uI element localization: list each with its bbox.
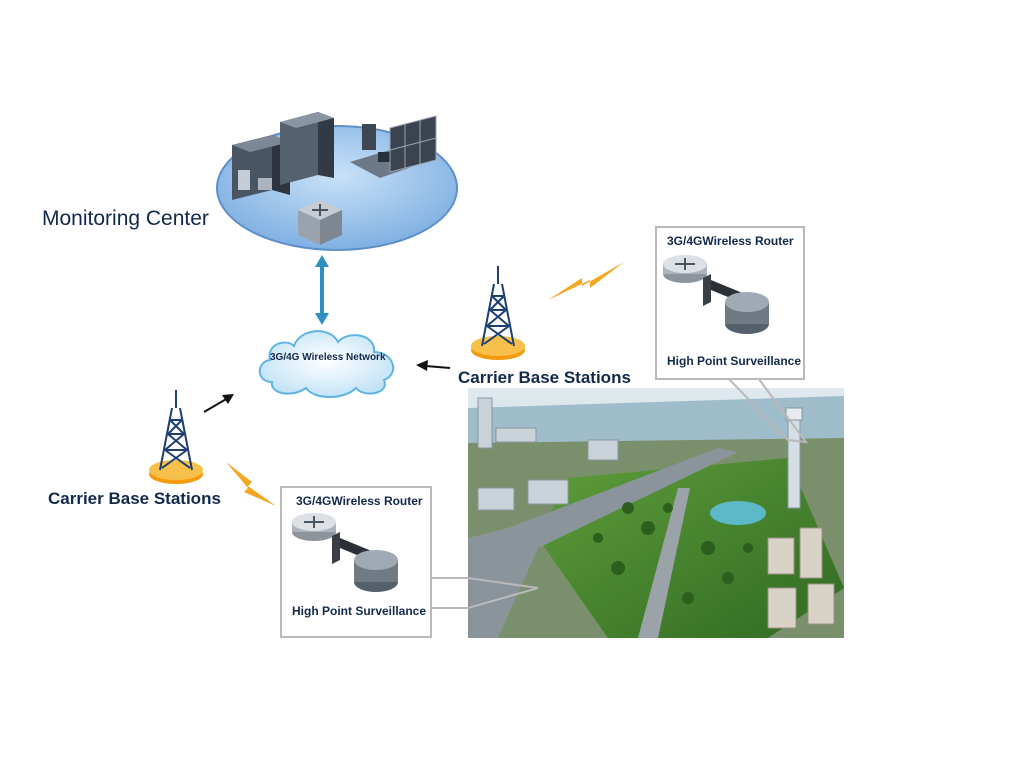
lightning-signal-icon — [548, 262, 624, 300]
camera-icon — [332, 532, 398, 592]
left-camera-label: High Point Surveillance — [292, 604, 427, 618]
left-station-arrow — [202, 392, 236, 414]
network-label: 3G/4G Wireless Network — [270, 352, 386, 363]
right-camera-label: High Point Surveillance — [667, 354, 802, 368]
left-cell-tower — [146, 390, 206, 486]
monitoring-center-label: Monitoring Center — [42, 207, 209, 230]
aerial-city-image — [468, 388, 844, 638]
server-rack-icon — [232, 112, 334, 200]
callout-lines — [428, 377, 828, 618]
left-lightning-signal — [226, 462, 276, 506]
cloud-icon — [258, 330, 395, 398]
router-icon — [292, 513, 336, 541]
center-network-link-arrow — [314, 255, 330, 325]
lightning-signal-icon — [226, 462, 276, 506]
monitoring-center-platform — [210, 100, 460, 260]
right-router-label: 3G/4GWireless Router — [667, 234, 794, 248]
left-surveillance-box: 3G/4GWireless Router High Point Surveill… — [280, 486, 432, 638]
right-cell-tower — [468, 266, 528, 362]
video-wall-icon — [389, 115, 437, 173]
cell-tower-icon — [471, 266, 525, 360]
wireless-network-cloud: 3G/4G Wireless Network — [252, 320, 404, 400]
camera-icon — [703, 274, 769, 334]
router-icon — [663, 255, 707, 283]
cell-tower-icon — [149, 390, 203, 484]
left-station-label: Carrier Base Stations — [48, 489, 221, 508]
switch-icon — [298, 200, 342, 245]
right-station-arrow — [416, 358, 452, 372]
right-surveillance-box: 3G/4GWireless Router High Point Surveill… — [655, 226, 805, 380]
right-lightning-signal — [548, 262, 624, 302]
left-router-label: 3G/4GWireless Router — [296, 494, 423, 508]
right-station-label: Carrier Base Stations — [458, 368, 631, 387]
